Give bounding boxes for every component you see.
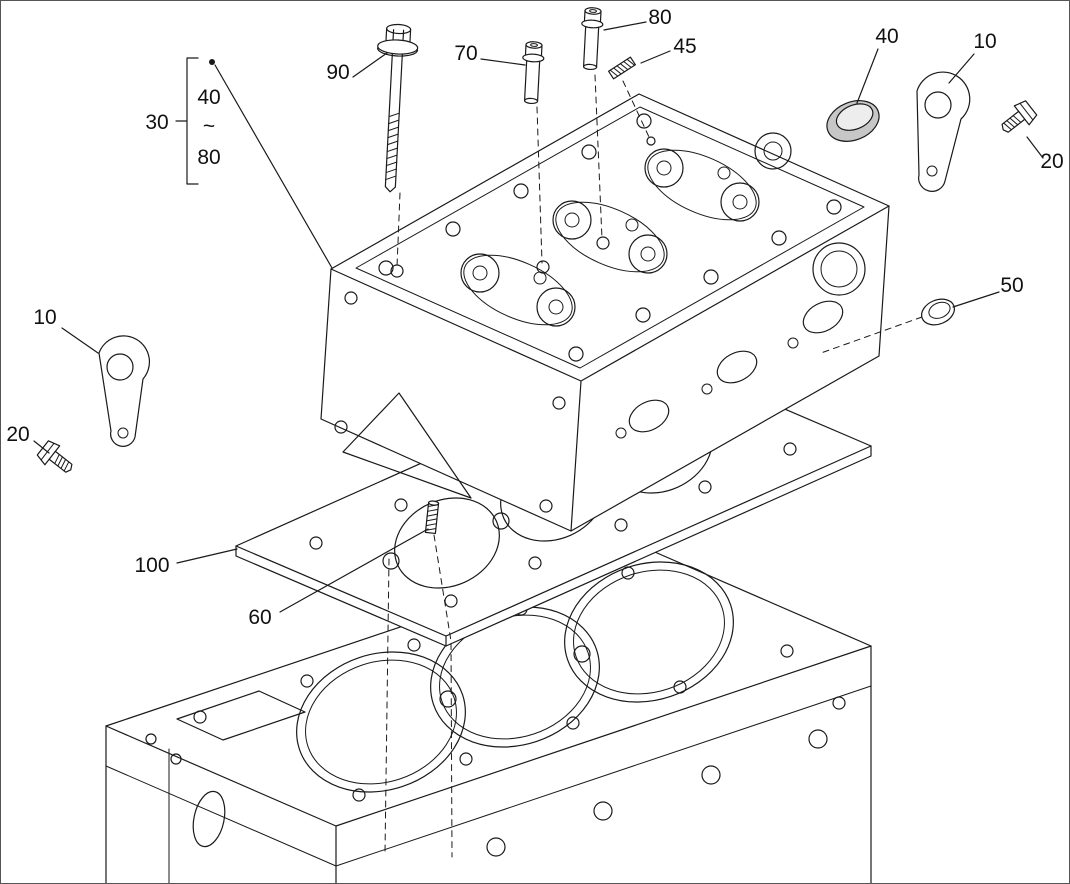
callout-45: 45 [673,35,697,58]
bolt-20-right-drawing [995,97,1040,140]
callout-20-right: 20 [1040,150,1064,173]
valve-guide-80-drawing [578,6,605,71]
callout-30-item-80: 80 [197,146,221,169]
callout-30-item-tilde: ~ [202,115,216,138]
head-bolt-90-drawing [377,23,419,193]
callout-100: 100 [134,554,170,577]
cylinder-head-drawing [320,93,890,532]
callout-50: 50 [1000,274,1024,297]
stud-45-drawing [608,56,636,80]
lifting-eye-10-right-drawing [916,71,971,192]
valve-guide-70-drawing [519,40,546,105]
callout-90: 90 [326,61,350,84]
callout-60: 60 [248,606,272,629]
lifting-eye-10-left-drawing [98,335,150,447]
cylinder-block-drawing [105,545,872,883]
bolt-20-left-drawing [34,437,79,480]
callout-20-left: 20 [6,423,30,446]
stud-60-drawing [424,500,440,535]
callout-10-left: 10 [33,306,57,329]
callout-40-top: 40 [875,25,899,48]
leader-lines [33,21,1044,858]
callout-80-top: 80 [648,6,672,29]
callout-10-right: 10 [973,30,997,53]
callout-30: 30 [145,111,169,134]
callout-70: 70 [454,42,478,65]
plug-50-drawing [921,298,955,326]
callout-30-item-40: 40 [197,86,221,109]
cap-40-drawing [826,100,880,142]
